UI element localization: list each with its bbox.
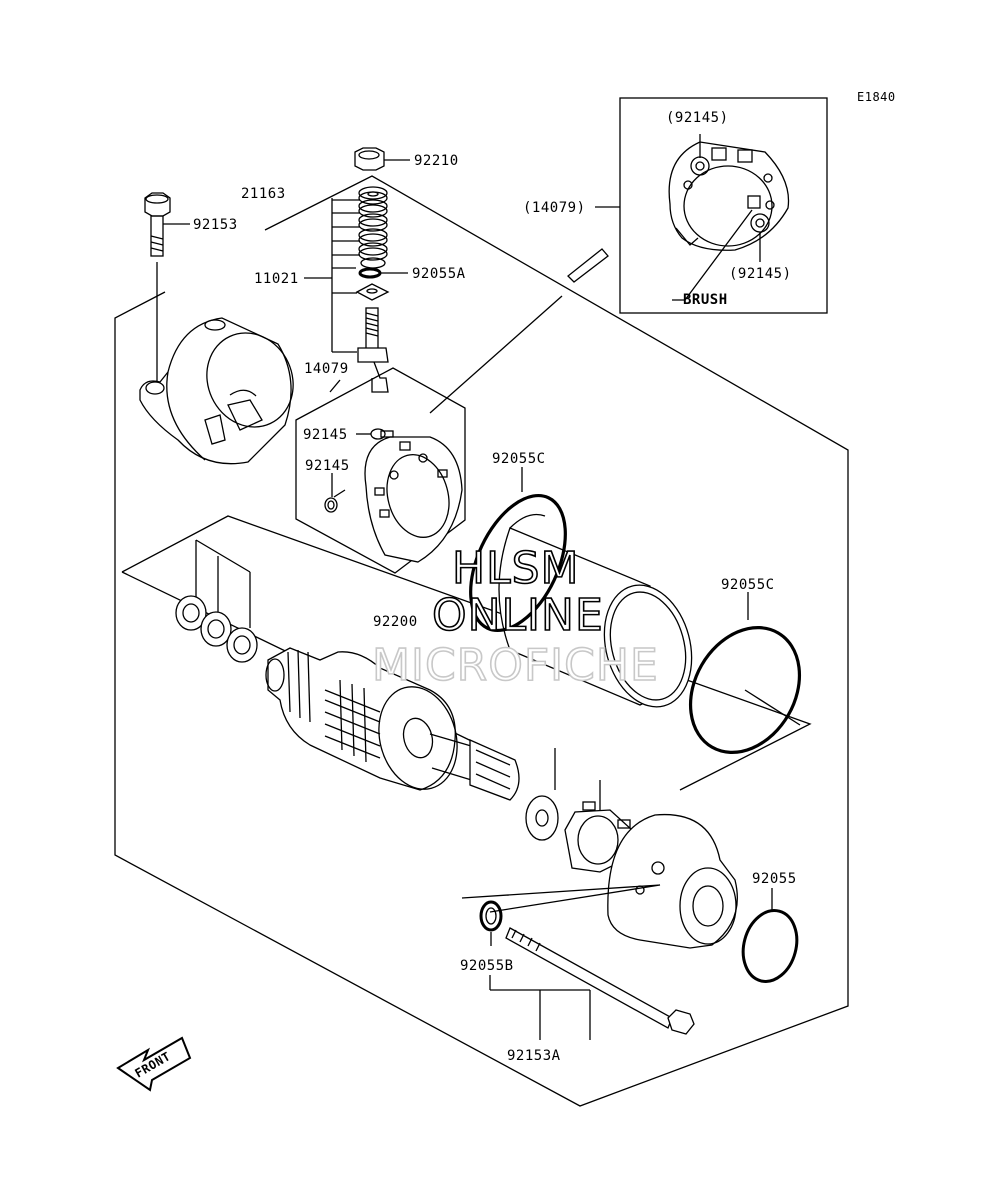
o-ring-92055C-top[interactable] <box>451 467 584 645</box>
brush-screw-92145[interactable] <box>356 428 394 440</box>
label-92210[interactable]: 92210 <box>414 153 459 169</box>
label-92145-lower[interactable]: 92145 <box>305 458 350 474</box>
brush-detail-inset-frame <box>619 97 828 314</box>
diagram-code: E1840 <box>857 90 896 104</box>
brush-spring-92145[interactable] <box>324 473 346 513</box>
label-92153A[interactable]: 92153A <box>507 1048 561 1064</box>
thrust-washer-set[interactable] <box>175 595 258 663</box>
o-ring-92055[interactable] <box>736 888 805 988</box>
label-92055A[interactable]: 92055A <box>412 266 466 282</box>
brush-detail-drawing <box>668 134 790 301</box>
front-arrow-icon <box>116 1036 192 1092</box>
inset-label-brush: BRUSH <box>683 292 728 308</box>
watermark-line-1: HLSM <box>452 543 580 594</box>
rear-end-cover-21163[interactable] <box>139 317 308 465</box>
inset-label-14079[interactable]: (14079) <box>523 200 586 216</box>
label-21163[interactable]: 21163 <box>241 186 286 202</box>
bolt-92153[interactable] <box>144 192 190 384</box>
terminal-insulator[interactable] <box>355 283 390 301</box>
terminal-washer-stack[interactable] <box>358 186 388 269</box>
watermark-line-3: MICROFICHE <box>372 640 659 691</box>
label-11021[interactable]: 11021 <box>254 271 299 287</box>
label-92055C-top[interactable]: 92055C <box>492 451 546 467</box>
label-92055[interactable]: 92055 <box>752 871 797 887</box>
terminal-bolt[interactable] <box>357 307 389 393</box>
oil-seal-92055B[interactable] <box>479 900 503 946</box>
label-14079[interactable]: 14079 <box>304 361 349 377</box>
watermark: HLSM ONLINE MICROFICHE <box>371 542 659 692</box>
inset-label-92145-top[interactable]: (92145) <box>666 110 729 126</box>
front-cover[interactable] <box>607 813 738 949</box>
label-92153[interactable]: 92153 <box>193 217 238 233</box>
shim-washer[interactable] <box>525 795 559 841</box>
through-bolt-92153A[interactable] <box>489 927 695 1040</box>
inset-label-92145-bottom[interactable]: (92145) <box>729 266 792 282</box>
label-92200[interactable]: 92200 <box>373 614 418 630</box>
o-ring-92055A[interactable] <box>358 267 408 279</box>
yoke-housing[interactable] <box>498 513 705 717</box>
o-ring-92055C-right[interactable] <box>669 592 822 772</box>
label-92145-upper[interactable]: 92145 <box>303 427 348 443</box>
label-92055B[interactable]: 92055B <box>460 958 514 974</box>
brush-plate-14079[interactable] <box>364 436 463 563</box>
brush-plate-frame <box>295 367 466 574</box>
armature-92200[interactable] <box>265 647 520 801</box>
label-92055C-right[interactable]: 92055C <box>721 577 775 593</box>
watermark-line-2: ONLINE <box>432 590 604 641</box>
assembly-outline <box>114 175 849 1107</box>
flange-nut-92210[interactable] <box>354 147 410 171</box>
